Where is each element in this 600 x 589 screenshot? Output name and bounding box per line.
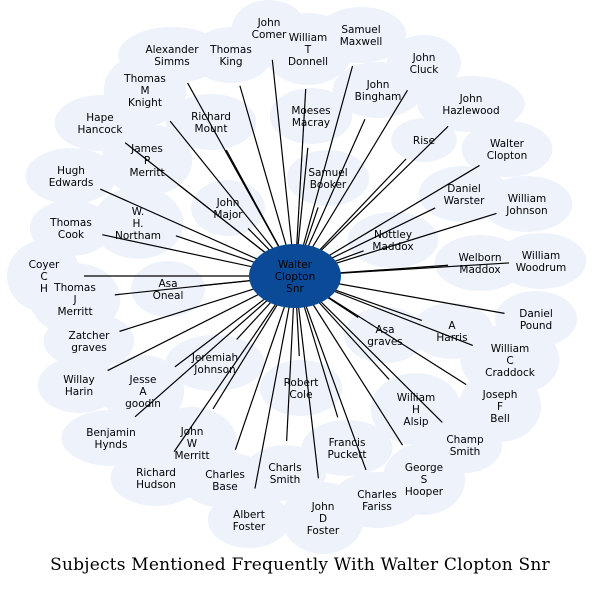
node-background: [25, 148, 117, 204]
node-background: [92, 187, 184, 259]
node-background: [301, 420, 393, 476]
node-background: [347, 212, 439, 268]
node-background: [43, 313, 135, 369]
node-background: [269, 88, 353, 144]
node-label-w-h-northam: W.H.Northam: [115, 206, 161, 242]
center-node: [249, 244, 341, 308]
edge-john-comer: [271, 59, 296, 277]
node-background: [461, 121, 553, 177]
edge-john-d-foster: [294, 275, 319, 479]
node-background: [391, 118, 457, 162]
node-background: [189, 27, 273, 83]
node-background: [343, 307, 427, 363]
node-background: [207, 492, 291, 548]
node-background: [101, 355, 185, 427]
node-label-rise: Rise: [413, 135, 435, 147]
node-background: [165, 335, 265, 391]
node-background: [37, 357, 121, 413]
node-background: [262, 13, 354, 85]
node-background: [481, 176, 573, 232]
node-background: [286, 150, 370, 206]
node-background: [417, 76, 525, 132]
node-background: [495, 233, 587, 289]
edge-thomas-king: [239, 85, 296, 277]
node-background: [165, 94, 257, 150]
node-background: [110, 450, 202, 506]
node-background: [332, 62, 424, 118]
node-background: [281, 482, 365, 554]
edge-richard-hudson: [173, 275, 296, 452]
node-background-layer: [7, 0, 587, 554]
diagram-title: Subjects Mentioned Frequently With Walte…: [50, 555, 550, 575]
node-background: [61, 410, 161, 466]
node-background: [191, 180, 265, 236]
node-background: [259, 360, 343, 416]
edge-albert-foster: [254, 275, 296, 489]
edge-charles-fariss: [294, 275, 367, 471]
edge-john-cluck: [294, 90, 408, 277]
edge-samuel-maxwell: [294, 65, 354, 277]
